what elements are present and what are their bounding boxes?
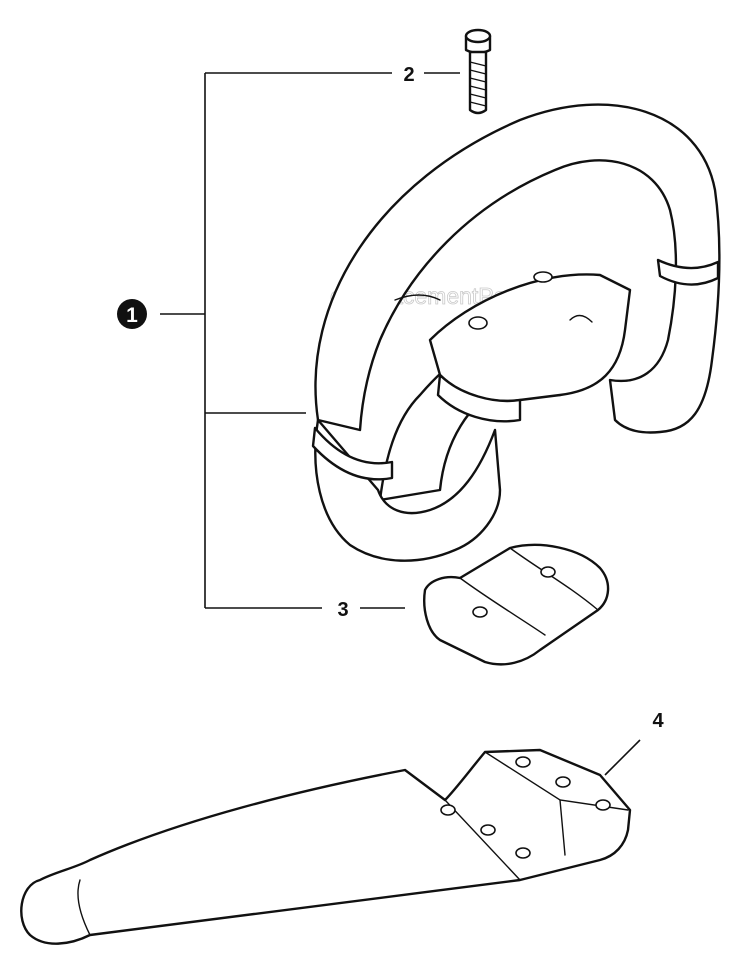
callout-1-label: 1 [126,304,138,327]
clamp-part[interactable] [423,543,610,666]
bracket-lever-part[interactable] [20,748,632,945]
callout-3-label[interactable]: 3 [337,599,348,621]
callout-4-label[interactable]: 4 [652,710,664,732]
assembly-bracket-lines [160,72,641,776]
callout-2-label[interactable]: 2 [403,64,414,86]
handle-loop-part[interactable] [311,103,721,562]
callout-1-badge[interactable]: 1 [117,299,147,329]
screw-part[interactable] [464,28,492,115]
